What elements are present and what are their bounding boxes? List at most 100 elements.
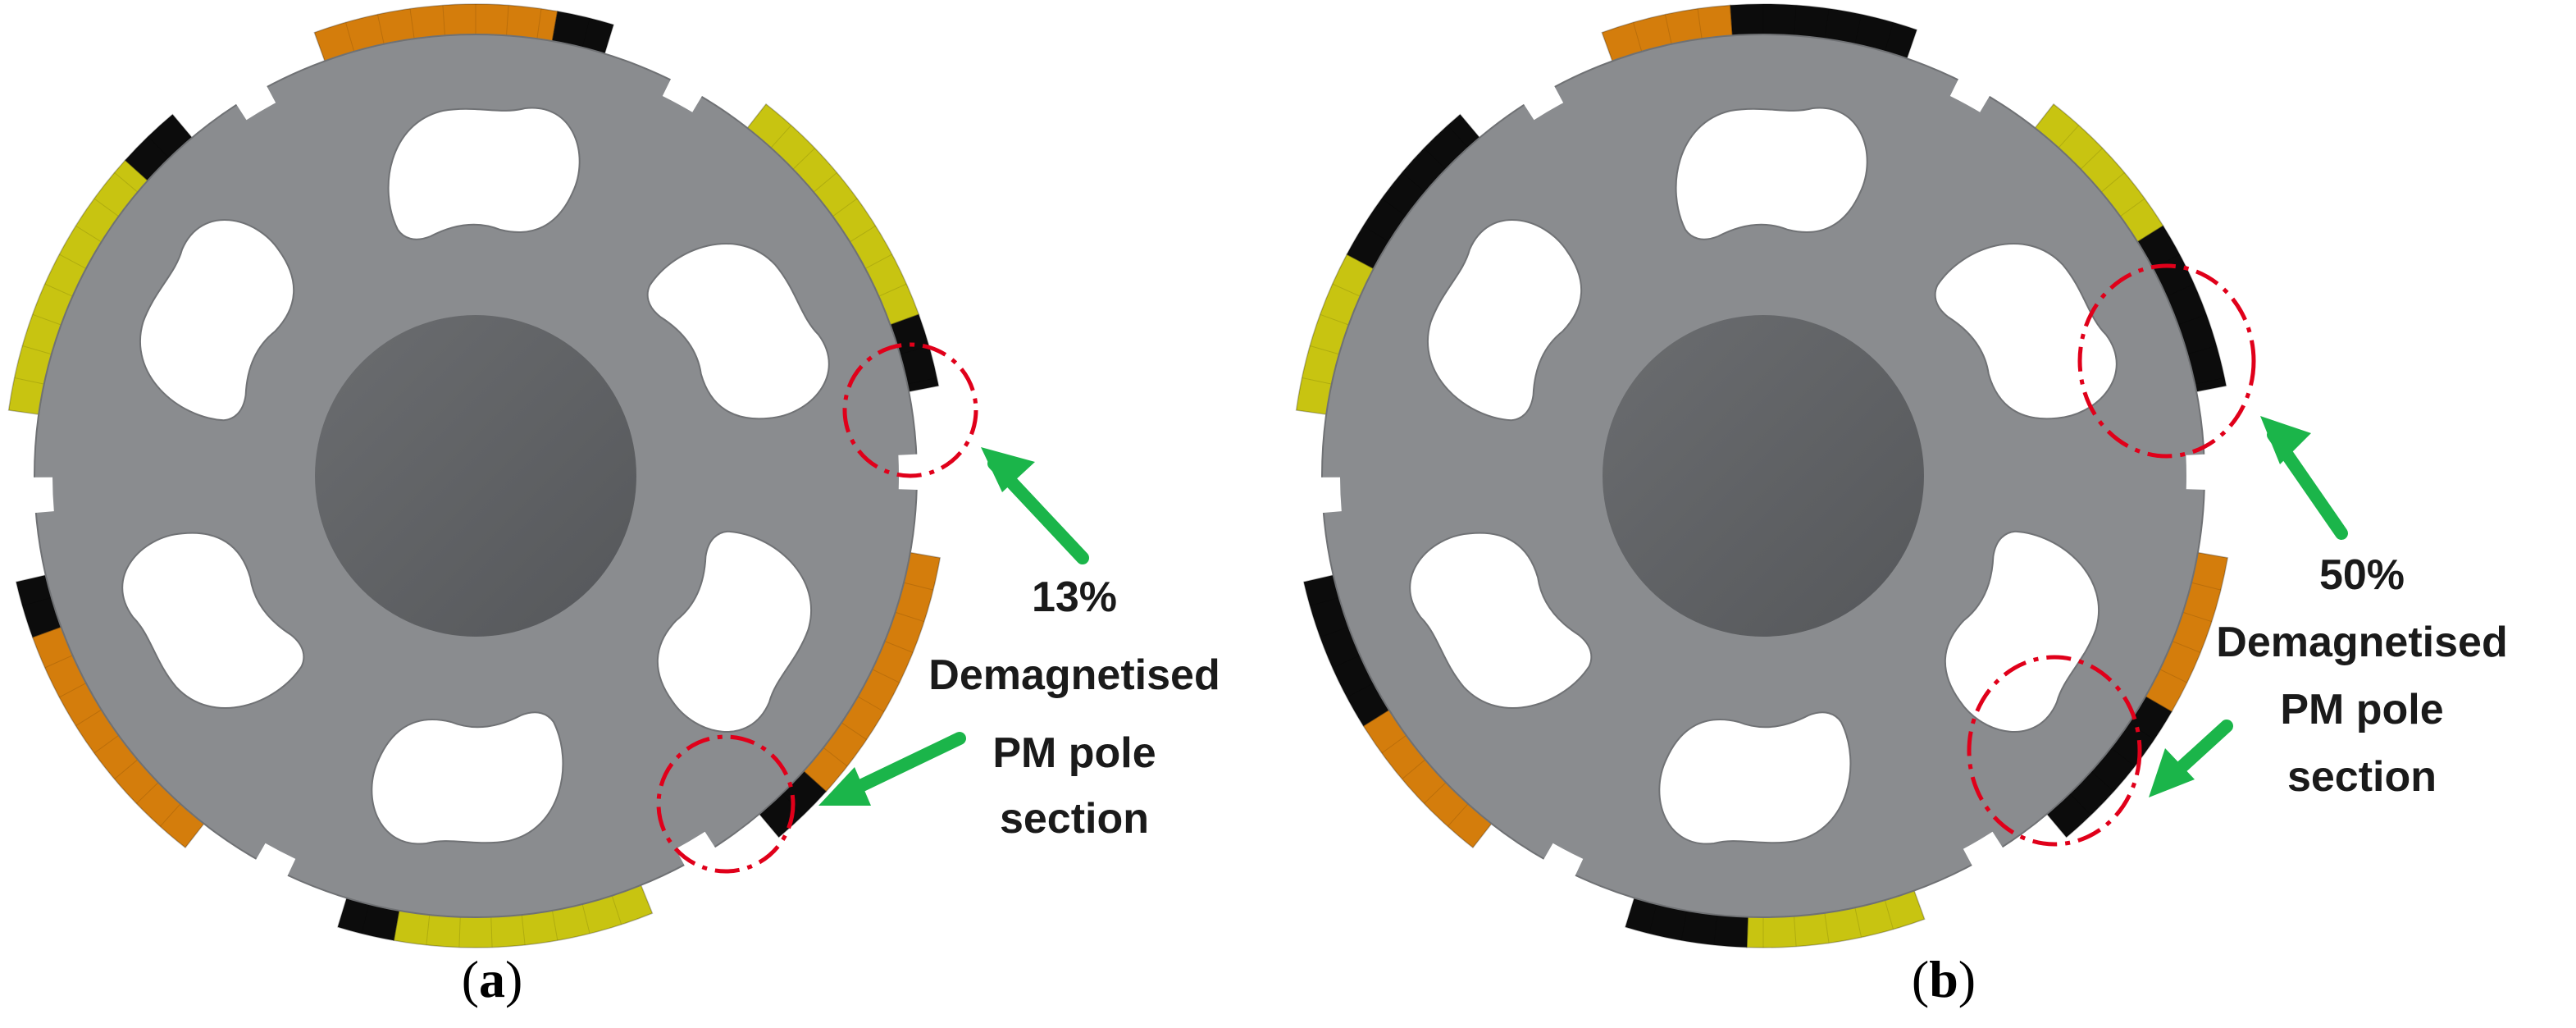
rotor-notches-a	[1, 49, 951, 906]
pm-block-line-a-10	[44, 283, 73, 297]
pm-block-line-b-9	[1310, 596, 1339, 606]
pm-block-line-b-8	[1424, 782, 1447, 804]
rotor-holes-a	[121, 107, 830, 845]
rotor-hole-shape-b-5	[1426, 219, 1583, 422]
rotor-notch-a-3	[239, 843, 296, 906]
pm-block-line-a-2	[878, 283, 907, 297]
arrow-b1	[2260, 416, 2348, 540]
pm-block-line-a-2	[792, 148, 815, 170]
pm-block-line-b-7	[1648, 903, 1657, 934]
pm-block-line-b-11	[1363, 225, 1390, 243]
pm-block-line-a-8	[136, 782, 159, 804]
annotation-b-percent: 50%	[2319, 551, 2405, 599]
rotor-hole-shape-a-0	[387, 107, 581, 240]
caption-b: (b)	[1912, 950, 1976, 1008]
pm-block-line-a-6	[426, 915, 431, 945]
rotor-notch-b-5	[1506, 57, 1564, 121]
pm-block-line-b-6	[1854, 907, 1862, 938]
pm-block-line-a-1	[581, 17, 590, 48]
annotation-b-line3: section	[2287, 753, 2437, 801]
shaft-b	[1603, 315, 1924, 637]
rotor-hole-shape-a-5	[139, 219, 295, 422]
pm-block-line-b-5	[2090, 770, 2114, 793]
rotor-hole-shape-a-4	[121, 532, 305, 709]
panel-b: 50% Demagnetised PM pole section (b)	[1288, 3, 2508, 1008]
pm-block-line-a-11	[148, 136, 170, 159]
pm-block-line-b-8	[1402, 759, 1426, 779]
pm-block-line-a-4	[903, 582, 934, 591]
pm-block-line-a-0	[345, 22, 355, 52]
pm-block-line-b-4	[2191, 582, 2222, 591]
pm-block-line-a-2	[849, 225, 876, 243]
pm-block-line-b-7	[1680, 910, 1688, 941]
rotor-notch-a-4	[1, 477, 54, 516]
rotor-hole-a-3	[371, 711, 564, 845]
rotor-hole-a-2	[656, 530, 813, 733]
pm-block-line-a-8	[44, 655, 73, 669]
rotor-notch-a-2	[675, 831, 733, 895]
pm-block-line-b-10	[1332, 283, 1361, 297]
rotor-hole-b-0	[1675, 107, 1868, 240]
arrow-a1	[981, 447, 1089, 564]
pm-block-line-a-6	[521, 915, 526, 945]
pm-block-line-a-0	[536, 8, 542, 39]
pm-block-line-b-6	[1884, 900, 1894, 930]
rotor-notch-b-2	[1963, 831, 2021, 895]
pm-block-line-b-0	[1664, 14, 1672, 44]
pm-block-line-a-0	[506, 5, 509, 36]
pm-block-line-b-8	[1381, 734, 1407, 754]
pm-block-line-a-2	[770, 125, 792, 148]
annotation-a: 13% Demagnetised PM pole section	[928, 573, 1220, 843]
rotor-notches-b	[1288, 49, 2238, 906]
pm-block-line-b-11	[1381, 198, 1407, 217]
rotor-hole-shape-b-0	[1675, 107, 1868, 240]
rotor-hole-shape-b-3	[1658, 711, 1852, 845]
pm-block-line-b-3	[2177, 313, 2207, 326]
pm-block-line-a-8	[93, 734, 120, 754]
rotor-hole-b-1	[1934, 243, 2118, 420]
pm-block-line-b-2	[2119, 198, 2145, 217]
pm-block-line-a-6	[458, 916, 461, 948]
pm-block-line-b-1	[1824, 8, 1830, 39]
rotor-hole-shape-a-1	[646, 243, 830, 420]
annotation-a-line2: PM pole	[992, 729, 1156, 777]
highlight-circle-b2	[1967, 655, 2142, 847]
pm-block-line-a-9	[22, 596, 52, 606]
rotor-notch-b-3	[1527, 843, 1584, 906]
rotor-hole-a-0	[387, 107, 581, 240]
pm-block-line-b-9	[1347, 683, 1375, 698]
pm-block-line-a-2	[864, 254, 892, 269]
pm-block-line-a-8	[159, 803, 181, 827]
pm-block-line-b-2	[2100, 172, 2125, 193]
pm-block-line-b-2	[2058, 125, 2080, 148]
rotor-a	[1, 3, 951, 948]
highlight-circle-a2	[656, 734, 796, 874]
magnet-ring-b	[1295, 3, 2229, 948]
rotor-notch-b-1	[2186, 452, 2238, 491]
pm-block-line-b-5	[2128, 722, 2154, 740]
rotor-hole-a-4	[121, 532, 305, 709]
pm-block-line-a-3	[907, 377, 937, 385]
pm-block-line-b-2	[2080, 148, 2103, 170]
rotor-hole-a-1	[646, 243, 830, 420]
pm-block-line-a-10	[93, 198, 120, 217]
rotor-hole-shape-b-4	[1409, 532, 1593, 709]
pm-block-line-a-4	[895, 611, 925, 623]
rotor-notch-b-0	[1949, 49, 2007, 112]
pm-block-line-b-1	[1794, 5, 1797, 36]
rotor-hole-shape-a-2	[656, 530, 813, 733]
rotor-hole-b-3	[1658, 711, 1852, 845]
caption-a: (a)	[462, 950, 523, 1008]
pm-block-line-a-4	[884, 641, 914, 653]
arrow-a2	[818, 732, 966, 806]
pm-block-line-a-10	[59, 254, 87, 269]
arrow-b2	[2149, 720, 2233, 797]
pm-block-line-b-3	[2166, 283, 2195, 297]
pm-block-line-b-4	[2172, 641, 2201, 653]
pm-block-line-b-7	[1713, 915, 1718, 945]
pm-block-line-a-4	[857, 696, 885, 712]
pm-block-line-a-2	[832, 198, 858, 217]
pm-block-line-a-6	[611, 895, 622, 925]
pm-block-line-b-10	[1320, 313, 1349, 326]
